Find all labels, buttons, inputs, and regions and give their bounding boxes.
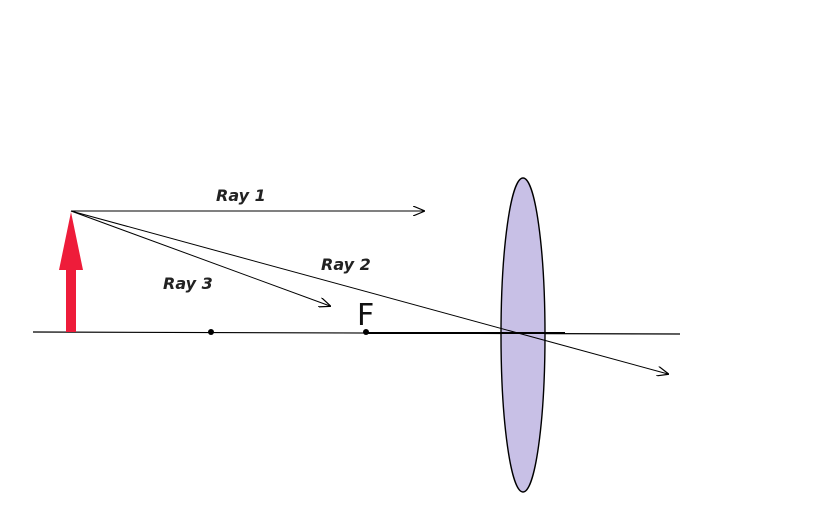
principal-axis <box>32 331 681 335</box>
object-arrow-head <box>59 212 83 270</box>
object-arrow-shaft <box>66 268 76 332</box>
focal-point-label: F <box>357 298 374 333</box>
ray-2 <box>70 210 668 374</box>
ray-2-label: Ray 2 <box>321 255 371 274</box>
convex-lens <box>500 177 546 493</box>
point-2f <box>208 329 214 335</box>
focal-point-dot <box>363 329 369 335</box>
ray-3-label: Ray 3 <box>163 274 213 293</box>
ray-1-label: Ray 1 <box>216 186 266 205</box>
ray-3 <box>70 210 330 306</box>
